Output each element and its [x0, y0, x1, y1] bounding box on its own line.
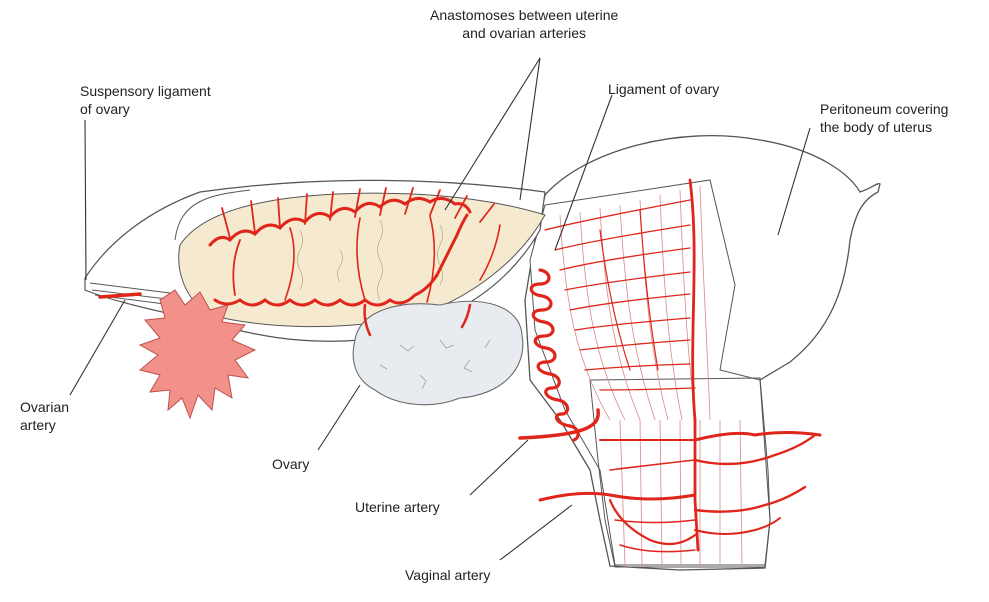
- label-uterine-artery: Uterine artery: [355, 498, 440, 516]
- leader-anastomoses-2: [520, 58, 540, 200]
- label-uterine-artery-text: Uterine artery: [355, 498, 440, 516]
- label-ovary-text: Ovary: [272, 455, 309, 473]
- leader-vaginal-artery: [500, 505, 572, 560]
- label-peritoneum-line1: Peritoneum covering: [820, 100, 948, 118]
- leader-suspensory: [85, 120, 86, 280]
- label-suspensory-line1: Suspensory ligament: [80, 82, 211, 100]
- label-ovarian-artery: Ovarian artery: [20, 398, 69, 434]
- label-anastomoses-line1: Anastomoses between uterine: [430, 6, 618, 24]
- label-ligament-of-ovary: Ligament of ovary: [608, 80, 719, 98]
- leader-ovarian-artery: [70, 300, 125, 395]
- label-suspensory-ligament: Suspensory ligament of ovary: [80, 82, 211, 118]
- ovary-shape: [353, 301, 523, 404]
- label-peritoneum-line2: the body of uterus: [820, 118, 948, 136]
- label-vaginal-artery-text: Vaginal artery: [405, 566, 490, 584]
- label-anastomoses-line2: and ovarian arteries: [430, 24, 618, 42]
- leader-uterine-artery: [470, 440, 528, 495]
- leader-ovary: [318, 385, 360, 450]
- label-ligament-ovary-text: Ligament of ovary: [608, 80, 719, 98]
- label-ovarian-artery-line1: Ovarian: [20, 398, 69, 416]
- label-anastomoses: Anastomoses between uterine and ovarian …: [430, 6, 618, 42]
- label-vaginal-artery: Vaginal artery: [405, 566, 490, 584]
- label-ovary: Ovary: [272, 455, 309, 473]
- label-ovarian-artery-line2: artery: [20, 416, 69, 434]
- label-suspensory-line2: of ovary: [80, 100, 211, 118]
- label-peritoneum: Peritoneum covering the body of uterus: [820, 100, 948, 136]
